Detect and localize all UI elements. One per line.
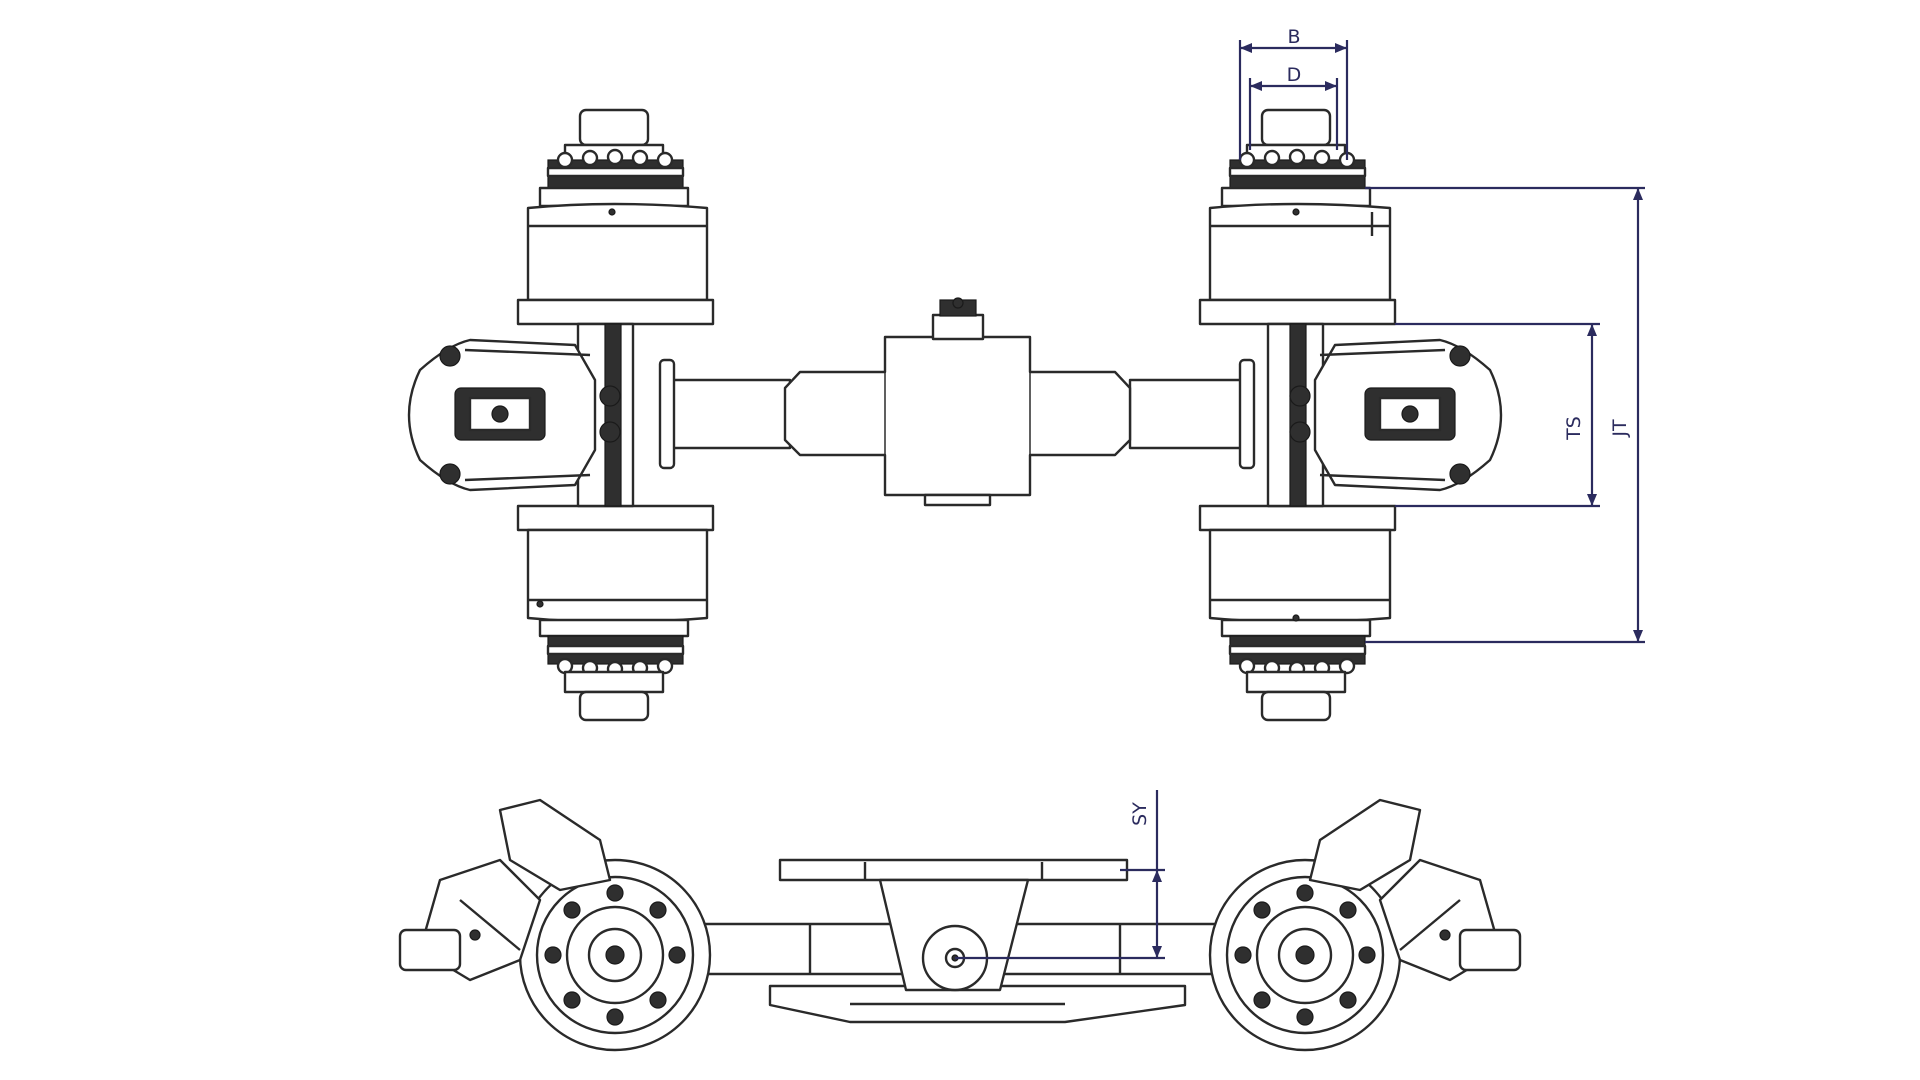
axle-beam-left: [668, 378, 792, 450]
dimension-label-b: B: [1287, 26, 1300, 48]
dimension-jt: JT: [1365, 186, 1645, 644]
dimension-b: B: [1238, 26, 1349, 160]
left-upper-drum: [516, 108, 715, 326]
dimension-ts: TS: [1395, 322, 1600, 508]
right-upper-drum: [1198, 108, 1397, 326]
dimension-sy: SY: [955, 790, 1165, 960]
left-steering-arm: [407, 338, 621, 492]
right-side-wheel: [1208, 858, 1402, 1052]
dimension-label-ts: TS: [1563, 416, 1585, 441]
right-lower-drum: [1198, 504, 1397, 722]
center-body: [783, 297, 1132, 507]
dimension-label-sy: SY: [1129, 802, 1151, 826]
left-wheel-group: [407, 108, 715, 722]
dimension-label-d: D: [1287, 64, 1302, 86]
right-steering-arm: [1289, 338, 1503, 492]
left-brake-chamber: [398, 798, 612, 982]
left-side-wheel: [518, 858, 712, 1052]
dimension-d: D: [1248, 64, 1339, 150]
right-brake-chamber: [1308, 798, 1522, 982]
side-view: [398, 798, 1522, 1052]
dimension-label-jt: JT: [1609, 419, 1631, 438]
top-view: [407, 108, 1503, 722]
left-lower-drum: [516, 504, 715, 722]
right-wheel-group: [1198, 108, 1503, 722]
axle-beam-right: [1128, 378, 1252, 450]
